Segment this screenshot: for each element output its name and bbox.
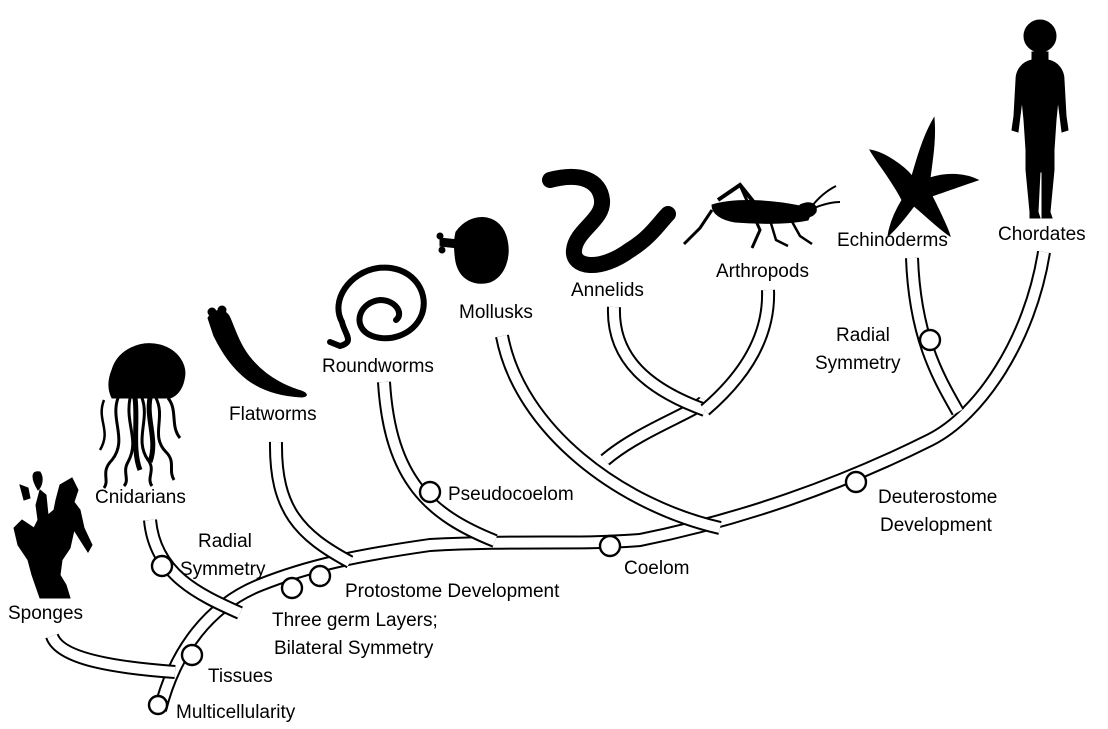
human-icon: [1012, 20, 1068, 218]
flatworm-icon: [208, 306, 306, 397]
trait-label-radial-symmetry-2: Radial: [836, 325, 890, 346]
trait-label-radial-symmetry-1b: Symmetry: [180, 559, 266, 580]
trait-label-radial-symmetry-1: Radial: [198, 531, 252, 552]
node-coelom: [600, 536, 620, 556]
starfish-icon: [870, 118, 978, 236]
trait-label-development: Development: [880, 515, 993, 536]
group-label-cnidarians: Cnidarians: [95, 487, 186, 508]
branch-flatworms: [276, 442, 350, 562]
trait-label-deuterostome: Deuterostome: [878, 487, 997, 508]
animal-silhouettes: [14, 20, 1068, 598]
branch-annelids: [614, 307, 705, 410]
node-deuterostome: [846, 472, 866, 492]
sponge-icon: [14, 472, 92, 598]
trait-label-tissues: Tissues: [208, 666, 273, 687]
trait-label-pseudocoelom: Pseudocoelom: [448, 484, 574, 505]
trait-label-protostome: Protostome Development: [345, 581, 560, 602]
node-radial-symmetry-cnidarians: [152, 556, 172, 576]
node-radial-symmetry-echinoderms: [920, 330, 940, 350]
trait-label-radial-symmetry-2b: Symmetry: [815, 353, 901, 374]
tree-branches: [52, 252, 1044, 710]
group-label-chordates: Chordates: [998, 224, 1086, 245]
group-label-sponges: Sponges: [8, 603, 83, 624]
group-label-mollusks: Mollusks: [459, 302, 533, 323]
trait-label-three-germ-layers: Three germ Layers;: [272, 610, 438, 631]
snail-icon: [437, 217, 508, 283]
group-label-annelids: Annelids: [571, 280, 644, 301]
node-protostome: [310, 566, 330, 586]
group-label-arthropods: Arthropods: [716, 261, 809, 282]
grasshopper-icon: [684, 185, 840, 248]
earthworm-icon: [550, 177, 668, 265]
group-label-echinoderms: Echinoderms: [837, 230, 948, 251]
branch-sponges: [52, 636, 175, 672]
roundworm-icon: [330, 268, 424, 346]
branch-roundworms: [384, 382, 495, 541]
node-pseudocoelom: [420, 482, 440, 502]
node-tissues: [182, 645, 202, 665]
trait-label-bilateral-symmetry: Bilateral Symmetry: [274, 638, 434, 659]
group-label-flatworms: Flatworms: [229, 404, 317, 425]
branch-arthropods: [705, 290, 768, 410]
jellyfish-icon: [100, 344, 185, 488]
trait-label-coelom: Coelom: [624, 558, 689, 579]
node-multicellularity: [149, 696, 167, 714]
trait-label-multicellularity: Multicellularity: [176, 702, 296, 723]
node-three-germ-layers: [282, 578, 302, 598]
group-label-roundworms: Roundworms: [322, 356, 434, 377]
